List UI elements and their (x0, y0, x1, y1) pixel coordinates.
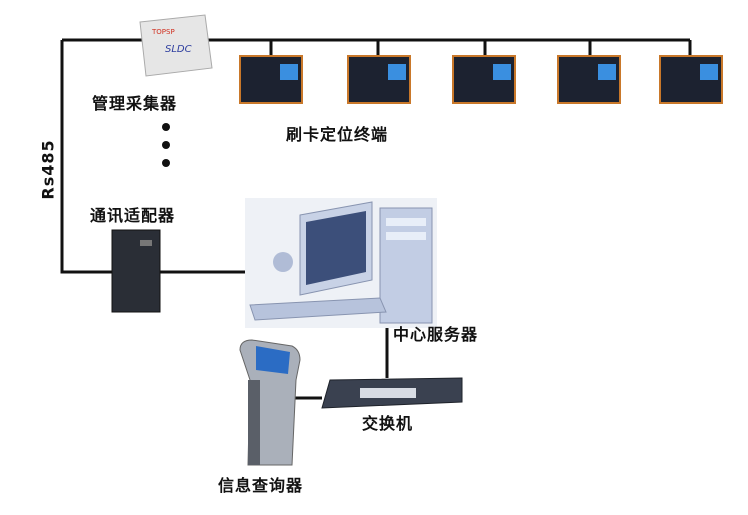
terminal-3 (452, 55, 516, 104)
label-kiosk: 信息查询器 (218, 476, 304, 495)
svg-text:TOPSP: TOPSP (151, 28, 175, 36)
terminal-drops (269, 40, 692, 56)
adapter-device (111, 229, 161, 313)
terminal-2 (347, 55, 411, 104)
rs485-line (60, 40, 245, 274)
label-collector: 管理采集器 (92, 94, 178, 113)
info-kiosk (239, 339, 301, 466)
terminal-5 (659, 55, 723, 104)
terminal-4 (557, 55, 621, 104)
label-server: 中心服务器 (393, 325, 479, 344)
svg-text:SLDC: SLDC (165, 44, 192, 55)
label-terminals: 刷卡定位终端 (286, 125, 389, 144)
network-switch (321, 377, 463, 409)
label-adapter: 通讯适配器 (90, 206, 176, 225)
label-switch: 交换机 (362, 414, 414, 433)
collector-device: TOPSP SLDC (139, 14, 213, 77)
card-terminals (239, 55, 723, 104)
server-pc (245, 198, 437, 328)
collector-dots (162, 123, 170, 167)
terminal-1 (239, 55, 303, 104)
label-rs485: Rs485 (38, 139, 58, 200)
